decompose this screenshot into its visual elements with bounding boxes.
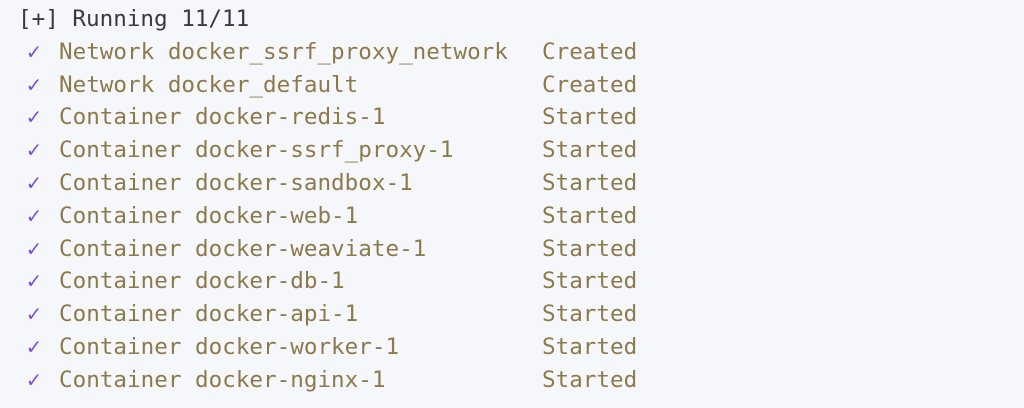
status-text: Started <box>542 268 638 295</box>
list-item: ✓ Container docker-db-1 Started <box>18 265 637 298</box>
check-icon: ✓ <box>27 71 41 98</box>
resource-name: Container docker-redis-1 <box>59 104 386 131</box>
list-item: ✓ Container docker-nginx-1 Started <box>18 364 637 397</box>
resource-name: Network docker_ssrf_proxy_network <box>59 38 508 65</box>
status-text: Created <box>542 38 638 65</box>
check-icon: ✓ <box>27 104 41 131</box>
status-text: Started <box>542 235 638 262</box>
resource-name: Container docker-weaviate-1 <box>59 235 427 262</box>
resource-name: Network docker_default <box>59 71 359 98</box>
check-icon: ✓ <box>27 268 41 295</box>
status-text: Started <box>542 366 638 393</box>
check-icon: ✓ <box>27 137 41 164</box>
check-icon: ✓ <box>27 235 41 262</box>
status-text: Started <box>542 137 638 164</box>
list-item: ✓ Network docker_default Created <box>18 69 637 102</box>
running-header: [+] Running 11/11 <box>18 6 250 32</box>
list-item: ✓ Container docker-web-1 Started <box>18 200 637 233</box>
status-text: Started <box>542 169 638 196</box>
list-item: ✓ Container docker-sandbox-1 Started <box>18 167 637 200</box>
resource-name: Container docker-db-1 <box>59 268 345 295</box>
terminal-output: [+] Running 11/11 ✓ Network docker_ssrf_p… <box>18 3 637 397</box>
resource-name: Container docker-web-1 <box>59 202 359 229</box>
check-icon: ✓ <box>27 301 41 328</box>
check-icon: ✓ <box>27 202 41 229</box>
list-item: ✓ Container docker-api-1 Started <box>18 298 637 331</box>
resource-name: Container docker-worker-1 <box>59 333 400 360</box>
list-item: ✓ Container docker-ssrf_proxy-1 Started <box>18 134 637 167</box>
resource-name: Container docker-ssrf_proxy-1 <box>59 137 454 164</box>
list-item: ✓ Network docker_ssrf_proxy_network Create… <box>18 36 637 69</box>
check-icon: ✓ <box>27 38 41 65</box>
status-text: Started <box>542 333 638 360</box>
list-item: ✓ Container docker-worker-1 Started <box>18 331 637 364</box>
list-item: ✓ Container docker-redis-1 Started <box>18 101 637 134</box>
status-text: Created <box>542 71 638 98</box>
list-item: ✓ Container docker-weaviate-1 Started <box>18 233 637 266</box>
resource-name: Container docker-sandbox-1 <box>59 169 413 196</box>
check-icon: ✓ <box>27 169 41 196</box>
resource-name: Container docker-api-1 <box>59 301 359 328</box>
resource-name: Container docker-nginx-1 <box>59 366 386 393</box>
status-text: Started <box>542 104 638 131</box>
status-text: Started <box>542 202 638 229</box>
status-text: Started <box>542 301 638 328</box>
check-icon: ✓ <box>27 366 41 393</box>
check-icon: ✓ <box>27 333 41 360</box>
